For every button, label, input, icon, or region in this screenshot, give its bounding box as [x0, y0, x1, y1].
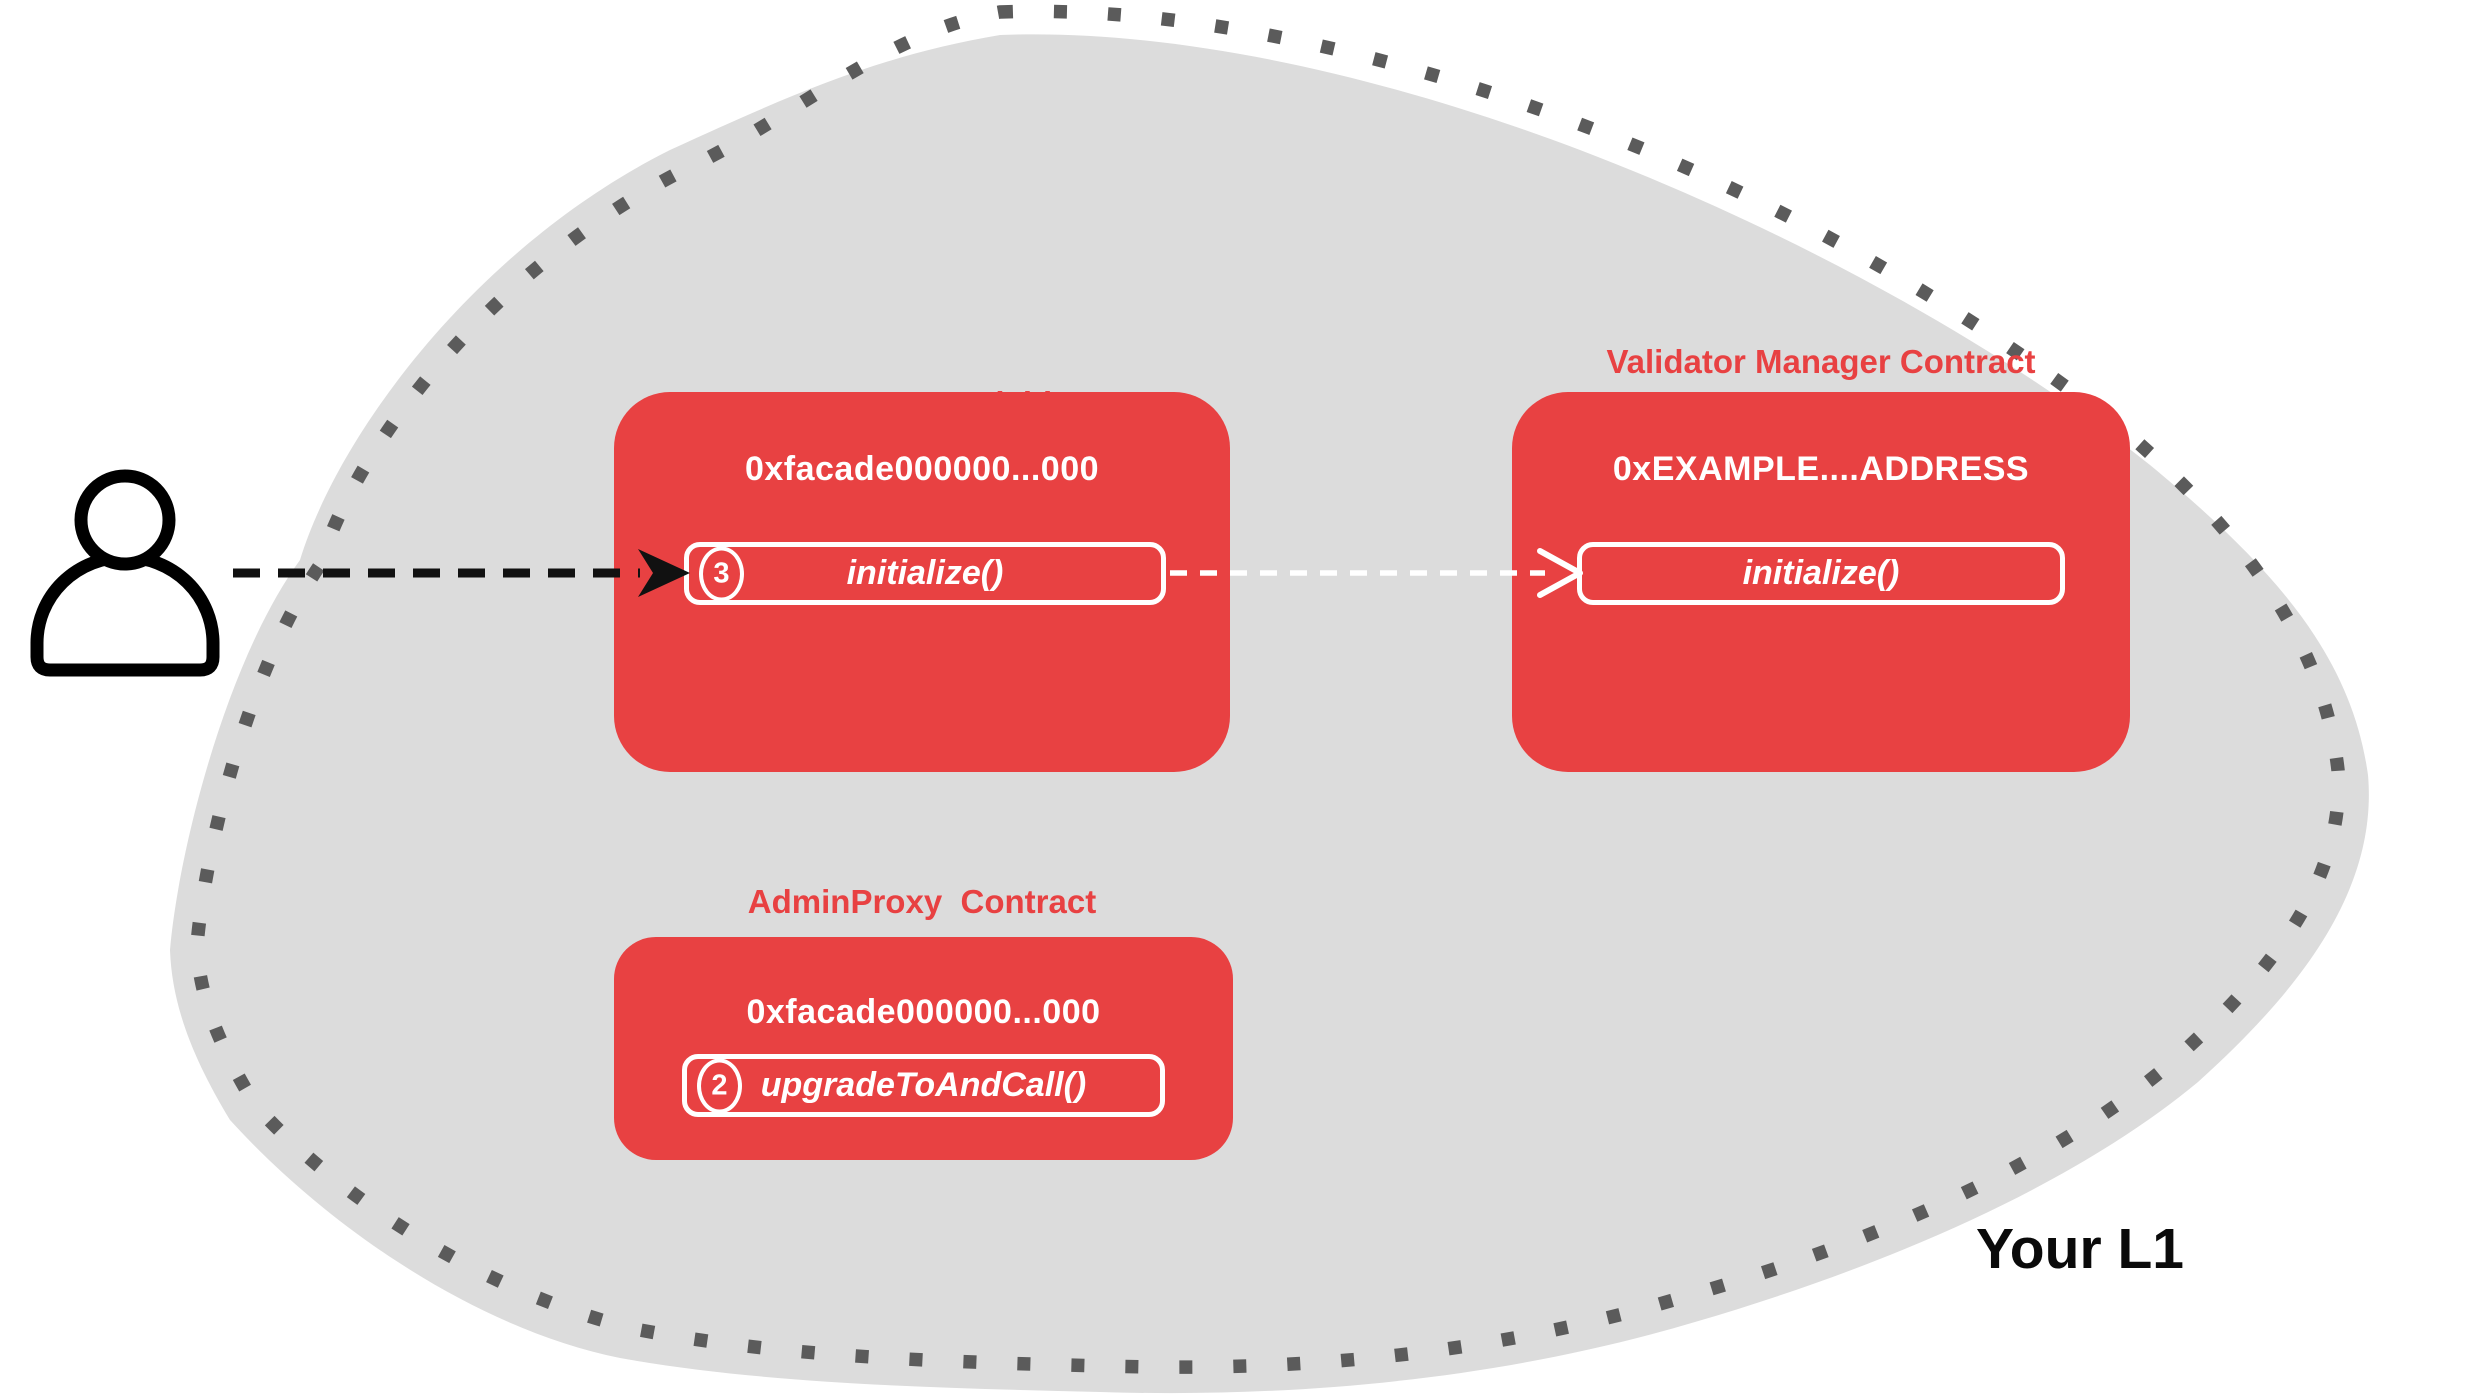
- validator-box-title: Validator Manager Contract: [1606, 343, 2036, 380]
- proxy-to-validator-arrow: [1170, 548, 1583, 598]
- proxy-method-label: initialize(): [846, 554, 1004, 592]
- white-arrowhead: [1537, 548, 1583, 598]
- user-head-shape: [74, 469, 176, 571]
- upgrade-to-and-call-method-pill: upgradeToAndCall() 2: [682, 1054, 1165, 1117]
- validator-method-label: initialize(): [1742, 554, 1900, 592]
- admin-proxy-contract-address: 0xfacade000000...000: [746, 993, 1101, 1031]
- admin-proxy-box-title: AdminProxy Contract: [747, 883, 1097, 920]
- black-arrowhead: [638, 549, 690, 597]
- validator-manager-contract-box: 0xEXAMPLE....ADDRESS initialize(): [1512, 392, 2130, 772]
- user-icon: [30, 469, 220, 677]
- user-to-proxy-arrow: [233, 549, 690, 597]
- step-2-badge: 2: [697, 1058, 742, 1113]
- proxy-contract-address: 0xfacade000000...000: [744, 450, 1100, 488]
- region-label: Your L1: [1976, 1217, 2184, 1281]
- step-3-badge: 3: [699, 546, 744, 601]
- proxy-contract-box: 0xfacade000000...000 initialize() 3: [614, 392, 1230, 772]
- proxy-initialize-method-pill: initialize() 3: [684, 542, 1166, 605]
- l1-region-dotted-border: [190, 4, 2346, 1374]
- admin-proxy-contract-box: 0xfacade000000...000 upgradeToAndCall() …: [614, 937, 1233, 1160]
- validator-contract-address: 0xEXAMPLE....ADDRESS: [1612, 450, 2030, 488]
- admin-method-label: upgradeToAndCall(): [760, 1066, 1087, 1104]
